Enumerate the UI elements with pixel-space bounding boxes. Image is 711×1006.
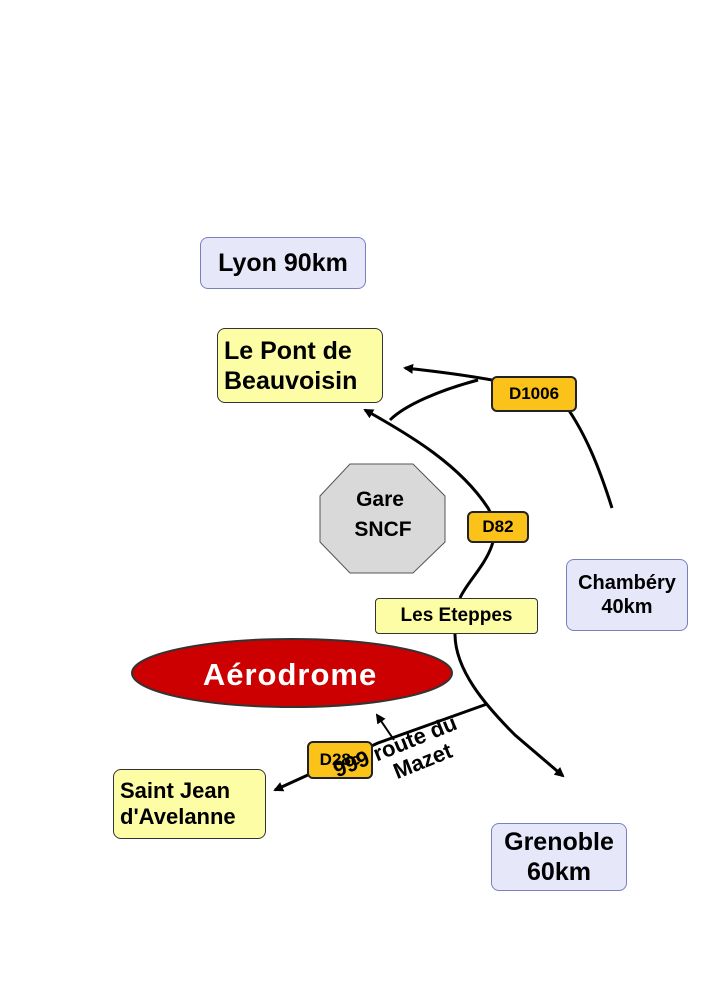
place-lyon: Lyon 90km [200, 237, 366, 289]
aerodrome-label: Aérodrome [203, 657, 377, 692]
road-d82 [363, 408, 496, 599]
road-d1006-branch [388, 378, 479, 422]
road-label-d1006: D1006 [491, 376, 577, 412]
aerodrome-marker: Aérodrome [131, 638, 453, 708]
place-les-eteppes: Les Eteppes [375, 598, 538, 634]
place-chambery: Chambéry 40km [566, 559, 688, 631]
place-saint-jean-d-avelanne: Saint Jean d'Avelanne [113, 769, 266, 839]
gare-label-line2: SNCF [354, 518, 411, 541]
place-pont-de-beauvoisin: Le Pont de Beauvoisin [217, 328, 383, 403]
gare-label-line1: Gare [356, 488, 404, 511]
place-grenoble: Grenoble 60km [491, 823, 627, 891]
road-grenoble [453, 633, 565, 778]
road-label-d28c: D28c [307, 741, 373, 779]
gare-sncf-marker: Gare SNCF [319, 463, 446, 574]
road-aerodrome-access [375, 713, 395, 741]
road-label-d82: D82 [467, 511, 529, 543]
